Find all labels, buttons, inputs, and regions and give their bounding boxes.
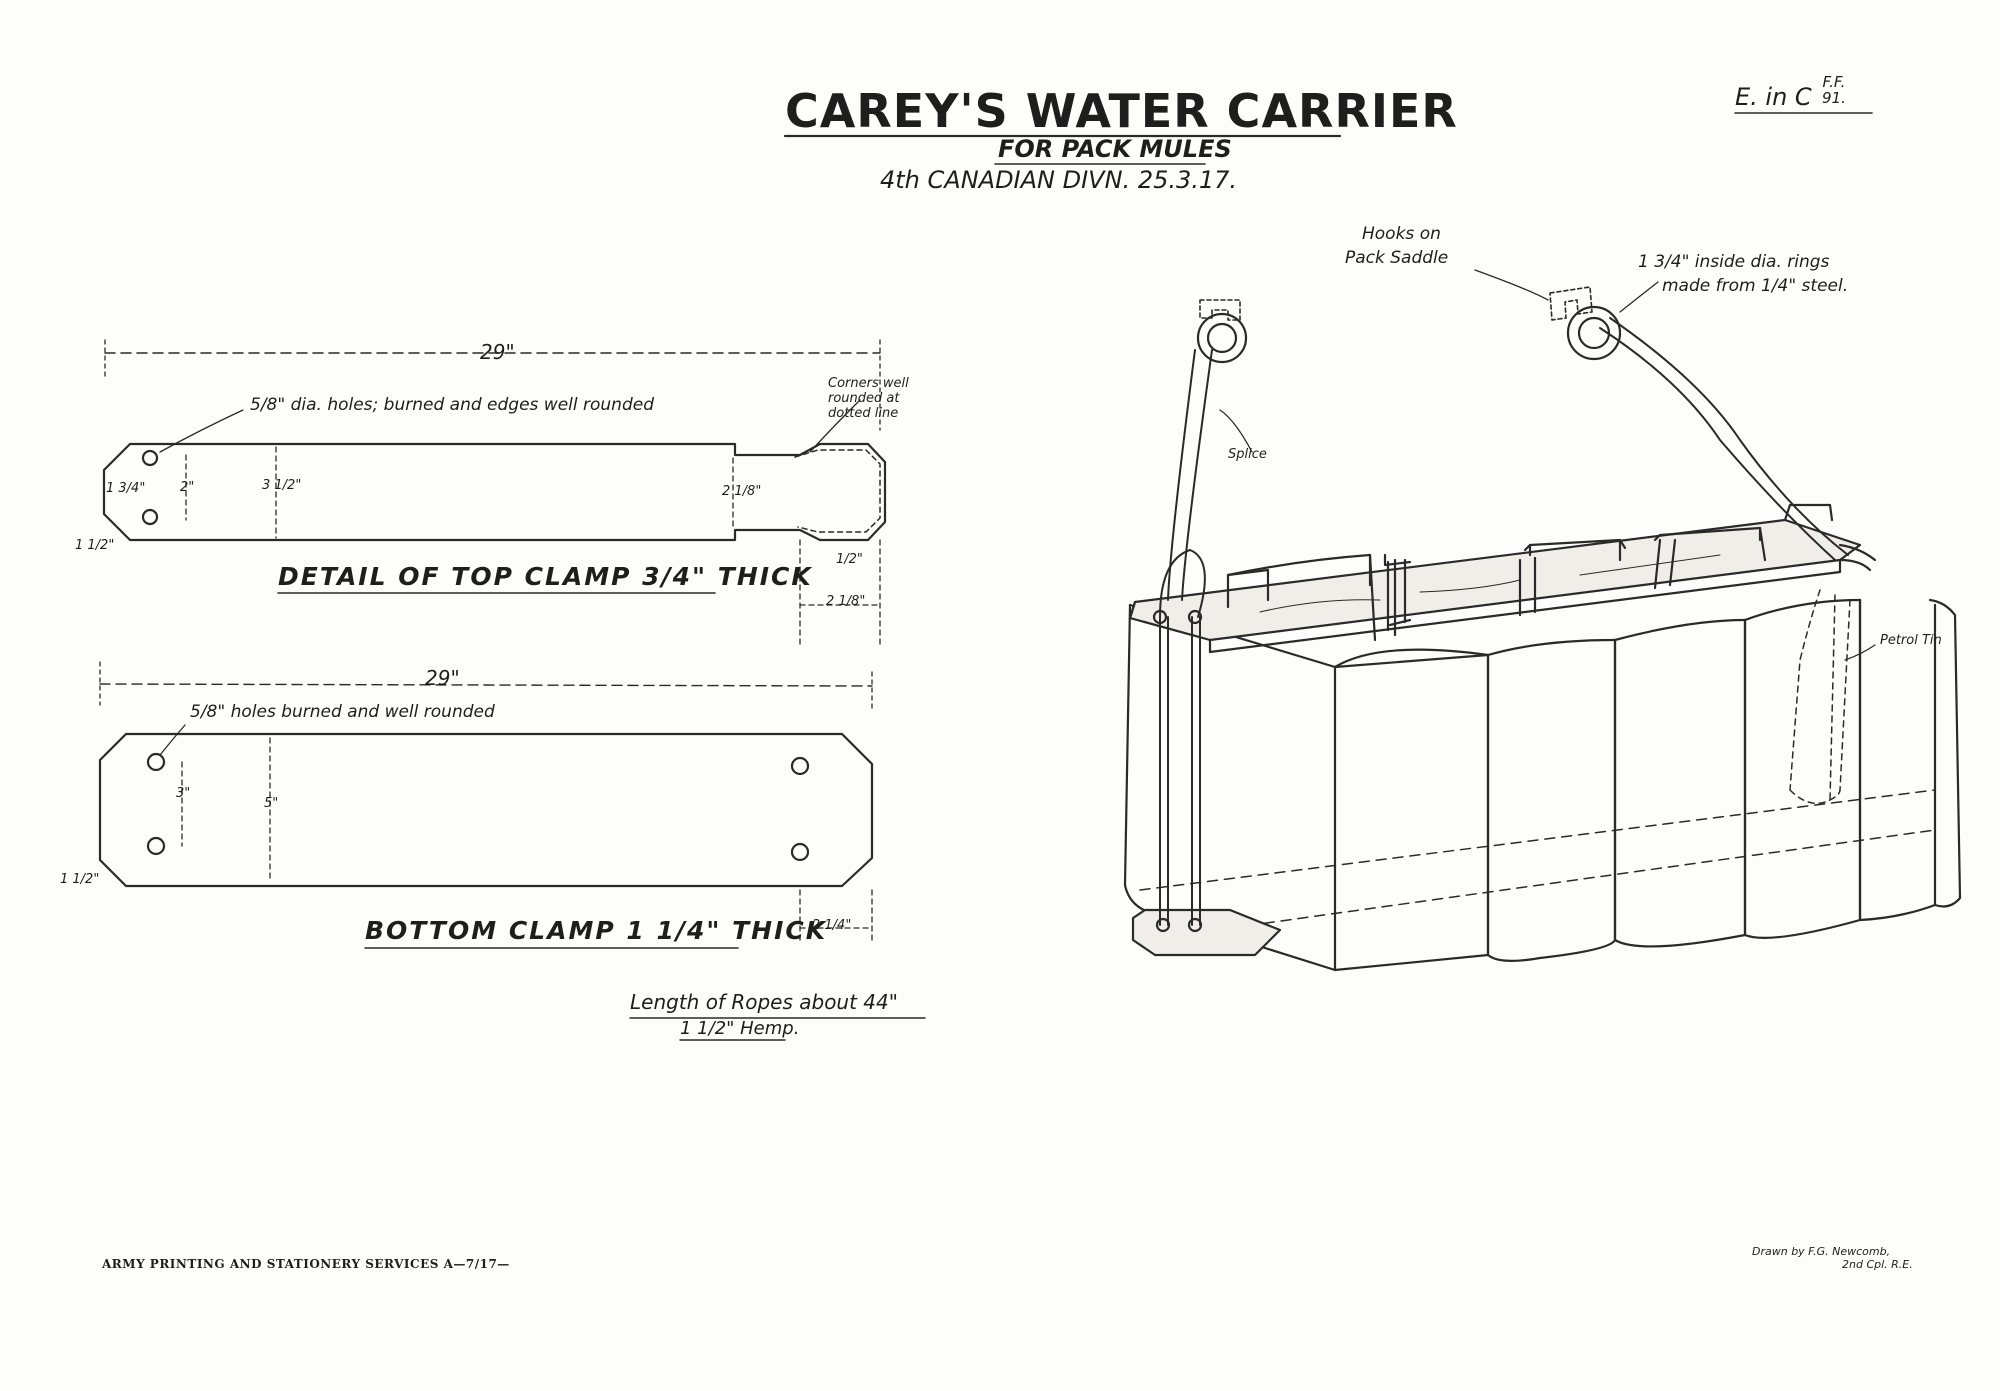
ropes-length-note: Length of Ropes about 44": [630, 990, 898, 1014]
top-clamp-notch: 1/2": [836, 552, 863, 567]
top-clamp-caption: DETAIL OF TOP CLAMP 3/4" THICK: [278, 562, 813, 591]
bottom-clamp-length: 29": [425, 666, 460, 690]
top-clamp-hole-spacing: 2": [180, 480, 195, 495]
top-clamp-tab-length: 2 1/8": [826, 594, 866, 609]
hooks-leader: [1474, 269, 1549, 301]
petrol-tin: [1333, 653, 1490, 972]
left-ring: [1196, 312, 1248, 364]
page-title: CAREY'S WATER CARRIER: [785, 84, 1458, 138]
top-clamp-holes-leader: [159, 409, 244, 453]
bottom-clamp-corner: 1 1/2": [60, 872, 100, 887]
drawn-by-line2: 2nd Cpl. R.E.: [1842, 1258, 1913, 1271]
bottom-clamp-hole: [790, 842, 810, 862]
bottom-clamp-width: 5": [264, 796, 279, 811]
petrol-tin-leader: [1844, 644, 1876, 661]
bottom-clamp-holes-note: 5/8" holes burned and well rounded: [190, 702, 495, 722]
saddle-hook: [1226, 568, 1270, 609]
reference-denominator: 91.: [1822, 89, 1846, 107]
drawn-by-line1: Drawn by F.G. Newcomb,: [1752, 1245, 1891, 1258]
assembly-top-clamp: [1128, 518, 1862, 642]
petrol-tin-label: Petrol Tin: [1880, 633, 1942, 648]
page-subtitle: FOR PACK MULES: [998, 135, 1232, 163]
corners-note: Corners well rounded at dotted line: [828, 376, 909, 421]
petrol-tin: [1858, 598, 1937, 922]
ropes-material-note: 1 1/2" Hemp.: [680, 1018, 800, 1039]
top-clamp-hole: [141, 449, 159, 467]
rings-leader: [1619, 281, 1659, 313]
corners-note-line: dotted line: [828, 406, 899, 421]
right-ring: [1566, 305, 1622, 361]
bottom-clamp-hole-spacing: 3": [176, 786, 191, 801]
hooks-label-line1: Hooks on: [1362, 224, 1441, 244]
rings-label-line2: made from 1/4" steel.: [1662, 276, 1849, 296]
bottom-clamp-length-dimension: [99, 683, 873, 687]
reference-numerator: F.F.: [1822, 73, 1846, 91]
petrol-tin: [1613, 618, 1747, 948]
corners-note-line: rounded at: [828, 391, 900, 406]
division-date: 4th CANADIAN DIVN. 25.3.17.: [880, 166, 1238, 194]
reference-code: E. in C: [1735, 83, 1812, 111]
top-clamp-length: 29": [480, 340, 515, 364]
corners-note-leader: [809, 399, 861, 453]
top-clamp-corner: 1 1/2": [75, 538, 115, 553]
corners-note-line: Corners well: [828, 376, 909, 391]
top-clamp-rounded-corners: [794, 449, 881, 533]
bottom-clamp-hole: [790, 756, 810, 776]
top-clamp-end-dimension: 1 3/4": [106, 481, 146, 496]
bottom-clamp-caption: BOTTOM CLAMP 1 1/4" THICK: [365, 916, 828, 945]
left-rope: [1159, 616, 1169, 926]
reference-fraction: F.F. 91.: [1822, 74, 1846, 106]
top-clamp-outline: [102, 442, 887, 542]
top-clamp-tab: 2 1/8": [722, 484, 762, 499]
bottom-clamp-outline: [98, 732, 874, 888]
splice-label: Splice: [1228, 447, 1267, 462]
bottom-clamp-hole: [146, 752, 166, 772]
top-clamp-width: 3 1/2": [262, 478, 302, 493]
hooks-label-line2: Pack Saddle: [1345, 248, 1449, 268]
left-pack-saddle-hook: [1199, 299, 1241, 321]
assembly-bottom-clamp: [1131, 908, 1282, 957]
bottom-clamp-end: 2 1/4": [812, 918, 852, 933]
top-clamp-holes-note: 5/8" dia. holes; burned and edges well r…: [250, 395, 654, 415]
printer-footer: ARMY PRINTING AND STATIONERY SERVICES A—…: [102, 1257, 510, 1271]
bottom-clamp-hole: [146, 836, 166, 856]
right-rope: [1599, 327, 1836, 561]
rings-label-line1: 1 3/4" inside dia. rings: [1638, 252, 1830, 272]
hidden-bottom-edge: [1179, 829, 1936, 936]
top-clamp-hole: [141, 508, 159, 526]
right-pack-saddle-hook: [1549, 286, 1593, 321]
